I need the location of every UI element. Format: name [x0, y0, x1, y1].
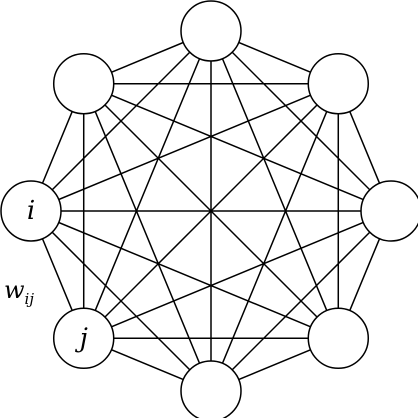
node-circle: [180, 0, 242, 62]
edge-4-6: [30, 210, 212, 392]
edge-2-5: [83, 210, 392, 339]
node-circle: [180, 360, 242, 418]
edge-weight-base: w: [4, 276, 25, 304]
edge-3-7: [83, 83, 339, 339]
node-circle: [307, 307, 370, 370]
node-circle: [0, 180, 62, 242]
node-circle: [52, 52, 115, 115]
edge-weight-subscript: ij: [24, 289, 34, 308]
node-4: [180, 360, 242, 418]
edge-4-7: [83, 83, 212, 392]
node-circle: [307, 52, 370, 115]
edge-0-5: [83, 30, 212, 339]
node-1: [307, 52, 370, 115]
node-6: i: [0, 180, 62, 242]
edge-2-7: [83, 83, 392, 212]
node-3: [307, 307, 370, 370]
edge-weight-label: wij: [4, 276, 34, 308]
node-7: [52, 52, 115, 115]
node-label-i: i: [27, 196, 35, 226]
node-2: [360, 180, 418, 242]
edge-3-6: [30, 210, 339, 339]
node-circle: [360, 180, 418, 242]
edge-1-6: [30, 83, 339, 212]
node-0: [180, 0, 242, 62]
edge-1-4: [210, 83, 339, 392]
node-5: j: [52, 307, 115, 370]
node-circle: [52, 307, 115, 370]
edge-0-3: [210, 30, 339, 339]
